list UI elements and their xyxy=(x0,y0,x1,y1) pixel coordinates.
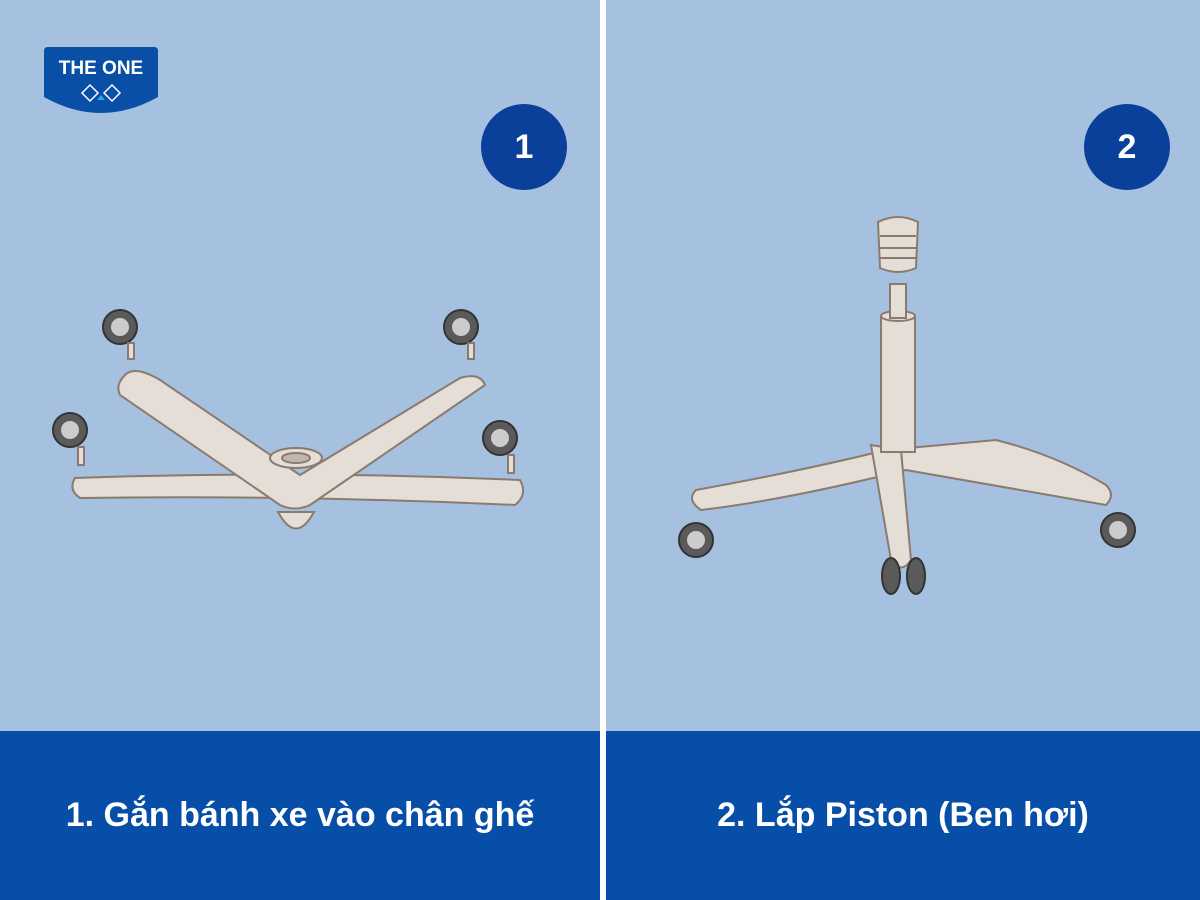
svg-text:THE ONE: THE ONE xyxy=(59,58,143,79)
step-2-caption: 2. Lắp Piston (Ben hơi) xyxy=(717,796,1089,834)
chair-base-piston-illustration xyxy=(678,216,1136,595)
step-2-caption-band: 2. Lắp Piston (Ben hơi) xyxy=(606,731,1200,900)
step-2-panel: 2 2. Lắp Piston (Ben hơi) xyxy=(606,0,1200,900)
step-1-badge: 1 xyxy=(481,104,567,190)
step-1-caption: 1. Gắn bánh xe vào chân ghế xyxy=(65,796,535,834)
chair-base-with-wheels-illustration xyxy=(52,309,525,530)
step-2-badge: 2 xyxy=(1084,104,1170,190)
step-1-panel: THE ONE 1 1. Gắn bánh xe vào chân ghế xyxy=(0,0,600,900)
step-1-caption-band: 1. Gắn bánh xe vào chân ghế xyxy=(0,731,600,900)
the-one-logo: THE ONE xyxy=(44,47,158,113)
